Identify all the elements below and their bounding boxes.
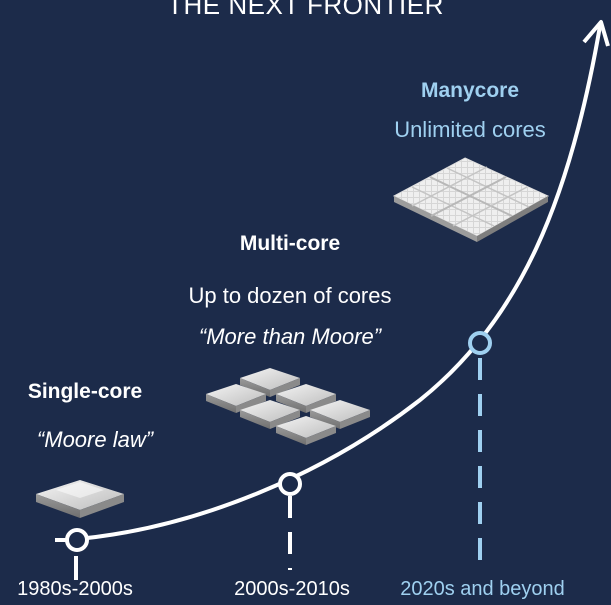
multi-core-quote: “More than Moore” bbox=[198, 324, 382, 349]
manycore-detail: Unlimited cores bbox=[394, 117, 546, 142]
multi-core-heading: Multi-core bbox=[239, 232, 341, 255]
arrow-head-icon bbox=[582, 20, 610, 47]
diagram-title: THE NEXT FRONTIER bbox=[167, 0, 444, 20]
period-manycore: 2020s and beyond bbox=[400, 578, 565, 600]
period-single-core: 1980s-2000s bbox=[17, 578, 133, 600]
multi-core-marker bbox=[278, 472, 302, 496]
manycore-marker bbox=[468, 331, 492, 355]
single-chip-icon bbox=[36, 480, 124, 518]
period-multi-core: 2000s-2010s bbox=[234, 578, 350, 600]
multi-chip-icon bbox=[206, 368, 370, 445]
single-core-marker bbox=[65, 528, 89, 552]
multi-core-detail: Up to dozen of cores bbox=[188, 283, 392, 308]
manycore-chip-icon bbox=[392, 157, 550, 242]
manycore-heading: Manycore bbox=[420, 79, 520, 102]
growth-curve bbox=[65, 25, 602, 542]
single-core-quote: “Moore law” bbox=[36, 427, 154, 452]
single-core-heading: Single-core bbox=[27, 380, 143, 403]
